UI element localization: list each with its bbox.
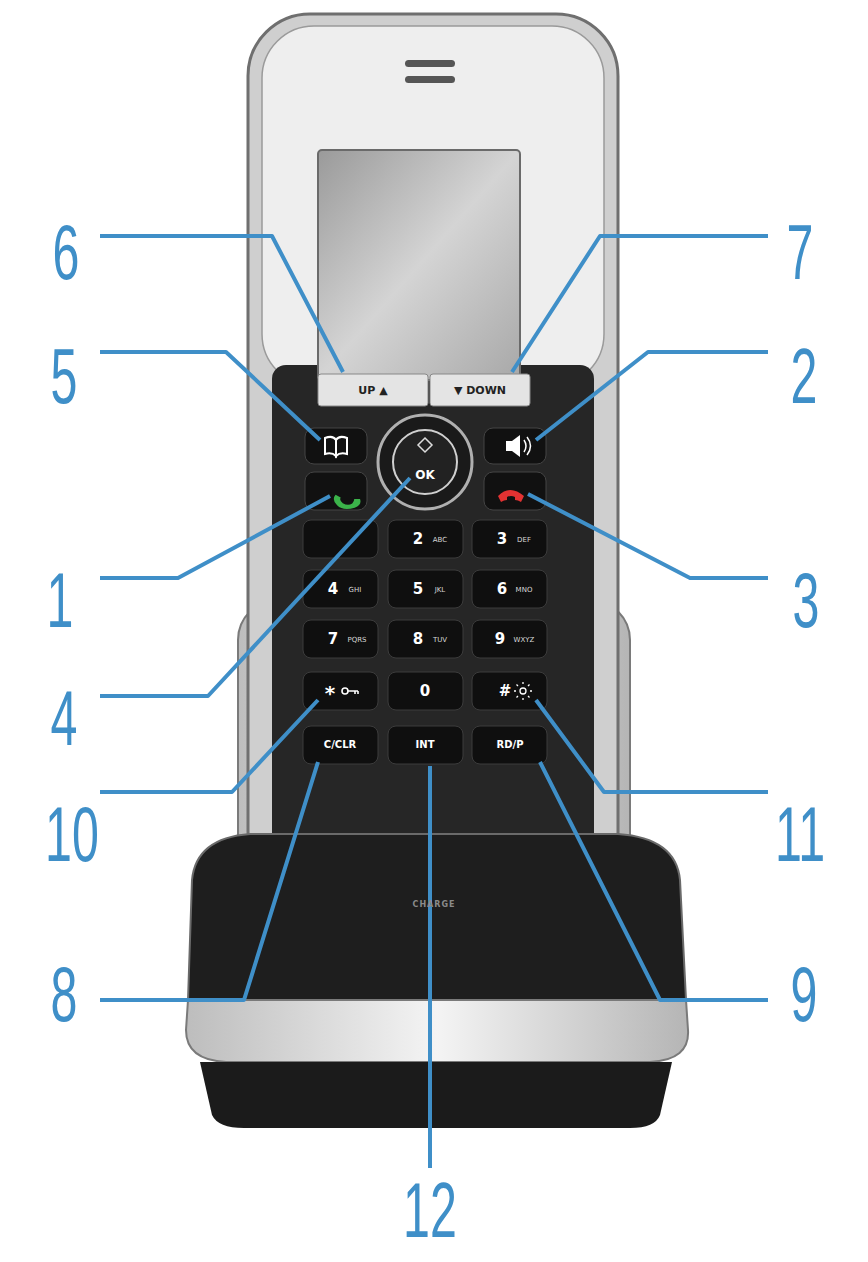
cradle-front [188,834,686,1000]
end-icon [498,490,524,502]
earpiece-slot [405,60,455,67]
callout-number: 12 [403,1171,457,1249]
handset-top [262,26,604,386]
cradle-rim [186,1000,688,1062]
leader-line [536,352,768,440]
leader-lines [100,236,768,1168]
key-label: 4 [328,582,338,597]
key-label: INT [416,740,435,750]
leader-line [100,762,318,1000]
key-letters: TUV [433,637,447,644]
key-letters: ABC [433,537,447,544]
cradle-base [200,1062,672,1128]
menu-icon [418,438,432,452]
talk-icon [332,485,363,515]
key-label: 2 [413,532,423,547]
key-lock-icon [342,688,358,694]
keypad-panel [272,365,594,895]
phonebook-icon [325,437,347,456]
earpiece-slot [405,76,455,83]
key-label: 6 [497,582,507,597]
callout-number: 3 [793,561,820,639]
leader-line [100,478,410,696]
base-label: CHARGE [413,901,456,909]
key-letters: MNO [516,587,533,594]
leader-line [100,700,318,792]
leader-line [100,352,320,440]
callout-number: 10 [45,795,99,873]
key-label: # [499,684,512,699]
leader-line [528,494,768,578]
key-label: * [325,683,335,703]
speaker-key [484,428,546,464]
key-label: ▼ DOWN [454,385,506,396]
end-key [484,472,546,510]
callout-number: 5 [51,337,78,415]
callout-number: 7 [787,213,814,291]
key-label: 5 [413,582,423,597]
key-label: 3 [497,532,507,547]
leader-line [100,496,330,578]
callout-number: 4 [51,679,78,757]
key-letters: DEF [517,537,531,544]
key-label: RD/P [497,740,524,750]
key-label: 8 [413,632,423,647]
key-label: 7 [328,632,338,647]
display-screen [318,150,520,380]
key-label: 0 [420,684,430,699]
leader-line [540,762,768,1000]
key-label: OK [415,469,435,481]
callout-number: 8 [51,955,78,1033]
leader-line [536,700,768,792]
callout-number: 11 [775,795,825,873]
down-key [430,374,530,406]
key-letters: WXYZ [514,637,535,644]
key-letters: GHI [349,587,362,594]
key-label: C/CLR [324,740,356,750]
key-label: 9 [495,632,505,647]
speaker-icon [506,435,531,457]
key-letters: JKL [435,587,446,594]
key-label: UP ▲ [358,385,387,396]
callout-number: 9 [791,955,818,1033]
leader-line [428,766,432,1168]
up-key [318,374,428,406]
callout-number: 6 [53,213,80,291]
key-letters: PQRS [347,637,366,644]
callout-number: 2 [791,337,818,415]
callout-number: 1 [47,561,74,639]
handset-body [248,14,618,894]
light-icon [514,682,532,700]
